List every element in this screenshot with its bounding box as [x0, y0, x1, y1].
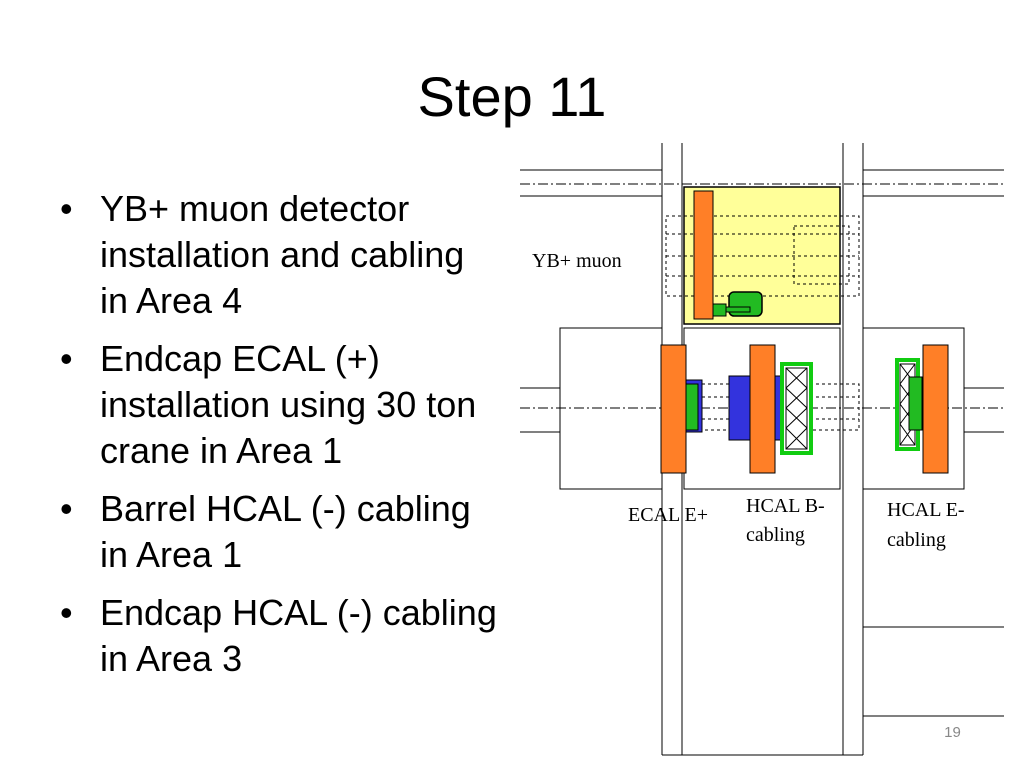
- bullet-dot: •: [60, 592, 73, 633]
- ecal-e-label: ECAL E+: [628, 504, 708, 526]
- bullet-text: Barrel HCAL (-) cabling in Area 1: [100, 488, 471, 575]
- bullet-item: • Endcap ECAL (+) installation using 30 t…: [60, 336, 500, 474]
- bullet-dot: •: [60, 338, 73, 379]
- bullet-item: • Barrel HCAL (-) cabling in Area 1: [60, 486, 500, 578]
- bullet-text: Endcap ECAL (+) installation using 30 to…: [100, 338, 477, 471]
- hcal-e-label-line1: HCAL E-: [887, 499, 965, 521]
- ecal-green-block: [685, 383, 699, 431]
- muon-green-bar: [725, 306, 751, 313]
- muon-green-box: [712, 303, 727, 317]
- hcal-b-orange-slab: [749, 344, 776, 474]
- page-number: 19: [944, 724, 961, 741]
- bullet-text: Endcap HCAL (-) cabling in Area 3: [100, 592, 497, 679]
- bullet-dot: •: [60, 488, 73, 529]
- bullet-list: • YB+ muon detector installation and cabl…: [60, 186, 500, 694]
- hcal-e-label-line2: cabling: [887, 529, 946, 551]
- muon-orange-chamber: [693, 190, 714, 320]
- yb-muon-label: YB+ muon: [532, 250, 622, 272]
- hcal-b-blue-block: [728, 375, 752, 441]
- hcal-b-label-line1: HCAL B-: [746, 495, 825, 517]
- bullet-item: • YB+ muon detector installation and cabl…: [60, 186, 500, 324]
- bullet-text: YB+ muon detector installation and cabli…: [100, 188, 465, 321]
- top-rails: [520, 169, 1004, 197]
- hcal-e-green-block: [908, 376, 923, 431]
- ecal-orange-slab: [660, 344, 687, 474]
- hcal-e-orange-slab: [922, 344, 949, 474]
- hcal-b-cross-hatch: [785, 367, 808, 450]
- hcal-b-label-line2: cabling: [746, 524, 805, 546]
- bullet-dot: •: [60, 188, 73, 229]
- slide-title: Step 11: [417, 65, 607, 128]
- bullet-item: • Endcap HCAL (-) cabling in Area 3: [60, 590, 500, 682]
